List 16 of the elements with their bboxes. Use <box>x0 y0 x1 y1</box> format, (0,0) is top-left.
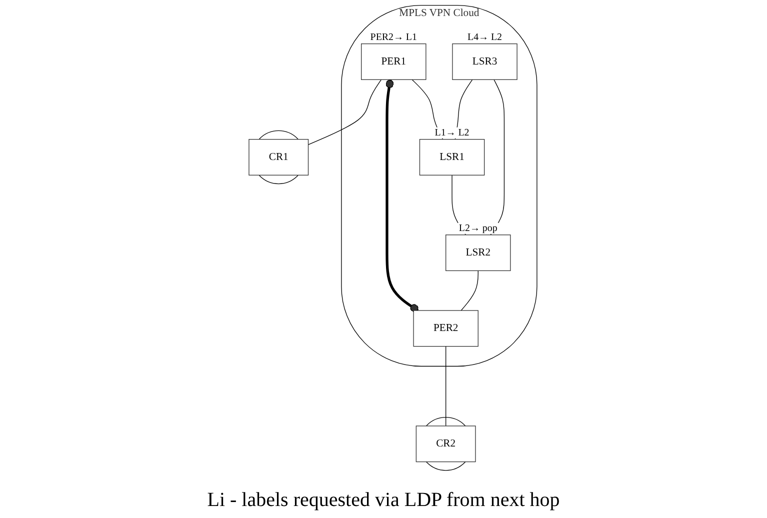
connector <box>308 79 382 145</box>
node-box: CR1 <box>249 139 310 176</box>
legend-note: Li - labels requested via LDP from next hop <box>207 489 560 512</box>
node-box: LSR3 <box>452 43 518 80</box>
label-mapping: PER2→ L1 <box>370 32 418 43</box>
node-box: LSR2 <box>446 234 512 272</box>
node-box: PER1 <box>362 43 427 80</box>
label-mapping: L1→ L2 <box>435 127 470 138</box>
node-box: PER2 <box>414 310 479 347</box>
node-box: LSR1 <box>420 139 486 176</box>
connector <box>446 346 447 426</box>
node-box: CR2 <box>416 426 476 462</box>
label-mapping: L4→ L2 <box>468 32 502 43</box>
connector <box>461 270 479 311</box>
label-mapping: L2→ pop <box>459 222 498 234</box>
connector <box>386 79 420 312</box>
